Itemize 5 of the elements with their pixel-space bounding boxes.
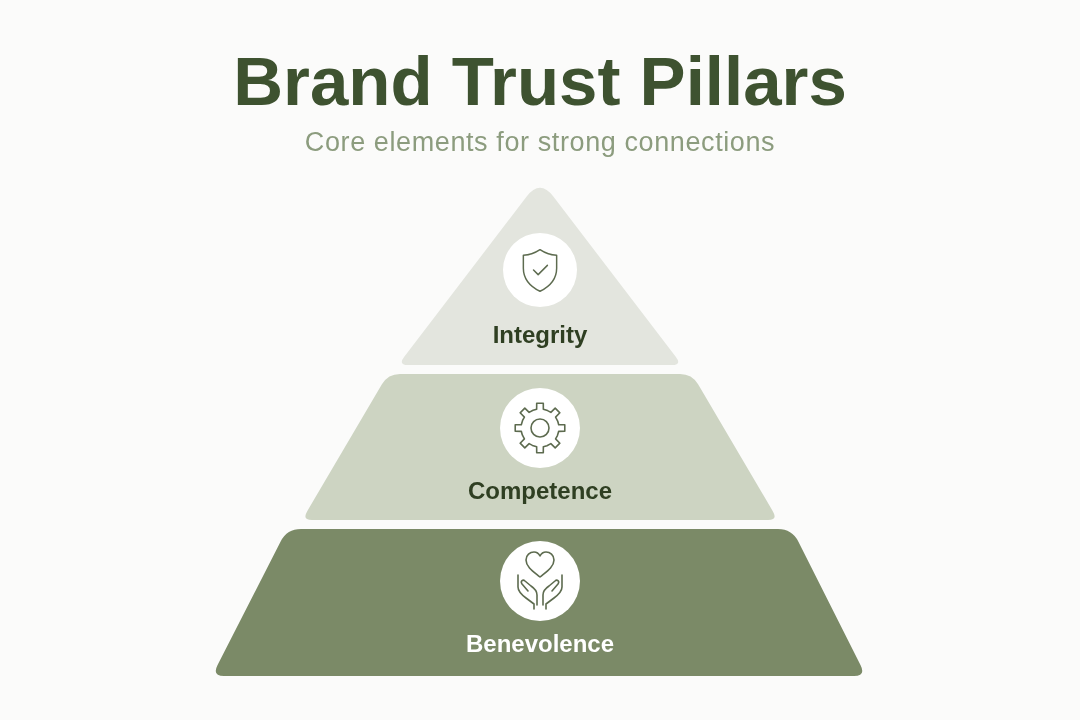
tier-label: Integrity	[492, 322, 588, 348]
subtitle: Core elements for strong connections	[304, 126, 776, 158]
title: Brand Trust Pillars	[233, 44, 847, 120]
tier-label: Competence	[468, 478, 612, 504]
tier-label: Benevolence	[465, 631, 615, 657]
